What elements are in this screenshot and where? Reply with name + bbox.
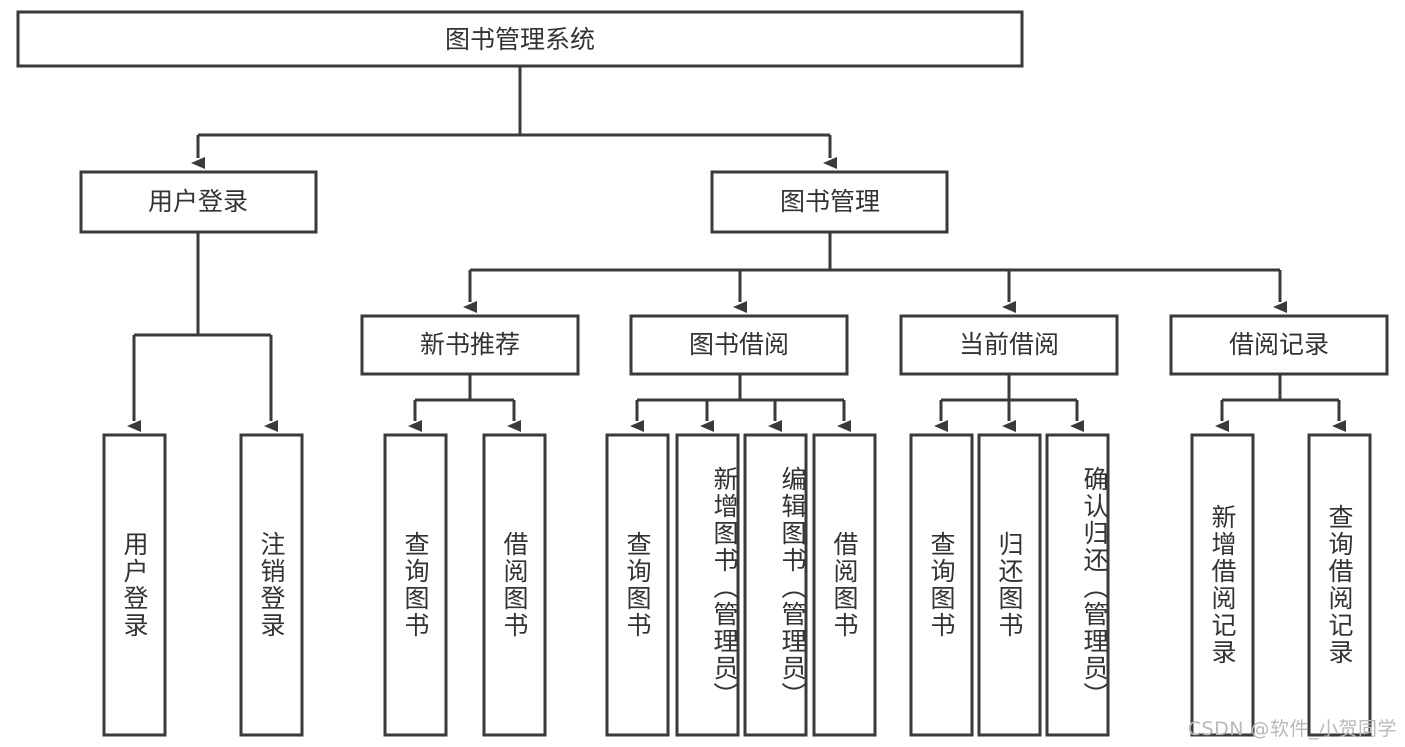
leaf-box-query-borrow-record[interactable] — [1307, 433, 1372, 737]
connector-newbook-to-leaves — [408, 374, 521, 432]
leaf-box-query-book-current[interactable] — [909, 433, 974, 737]
node-book-borrow[interactable] — [629, 314, 849, 376]
connector-bookborrow-to-leaves — [630, 374, 851, 432]
node-new-book-recommend[interactable] — [360, 314, 580, 376]
leaf-box-logout-login[interactable] — [239, 433, 304, 737]
node-root-label: 图书管理系统 — [445, 25, 595, 54]
node-book-borrow-label: 图书借阅 — [689, 330, 789, 359]
leaf-box-add-book-admin[interactable] — [675, 433, 740, 737]
node-borrow-records[interactable] — [1169, 314, 1389, 376]
node-root-book-management-system[interactable] — [16, 10, 1024, 68]
node-user-login-label: 用户登录 — [148, 187, 248, 216]
leaf-box-user-login[interactable] — [102, 433, 167, 737]
leaf-box-confirm-return-admin[interactable] — [1045, 433, 1110, 737]
node-borrow-records-label: 借阅记录 — [1229, 330, 1329, 359]
connector-root-to-level2 — [191, 66, 837, 169]
connector-borrowrecords-to-leaves — [1215, 374, 1346, 432]
leaf-box-borrow-book-recommend[interactable] — [482, 433, 547, 737]
node-book-management-label: 图书管理 — [780, 187, 880, 216]
connector-currentborrow-to-leaves — [934, 374, 1084, 432]
node-current-borrow-label: 当前借阅 — [959, 330, 1059, 359]
leaf-box-edit-book-admin[interactable] — [743, 433, 808, 737]
leaf-box-return-book[interactable] — [977, 433, 1042, 737]
leaf-box-add-borrow-record[interactable] — [1190, 433, 1255, 737]
node-user-login[interactable] — [79, 170, 318, 234]
leaf-box-query-book-borrow[interactable] — [605, 433, 670, 737]
node-new-book-recommend-label: 新书推荐 — [420, 330, 520, 359]
leaf-box-query-book-recommend[interactable] — [383, 433, 448, 737]
connector-bookmgmt-to-level3 — [463, 232, 1287, 313]
watermark-text: CSDN @软件_小贺同学 — [1187, 718, 1397, 740]
node-current-borrow[interactable] — [899, 314, 1119, 376]
leaf-box-borrow-book[interactable] — [812, 433, 877, 737]
connector-userlogin-to-leaves — [127, 232, 278, 432]
node-book-management[interactable] — [710, 170, 949, 234]
